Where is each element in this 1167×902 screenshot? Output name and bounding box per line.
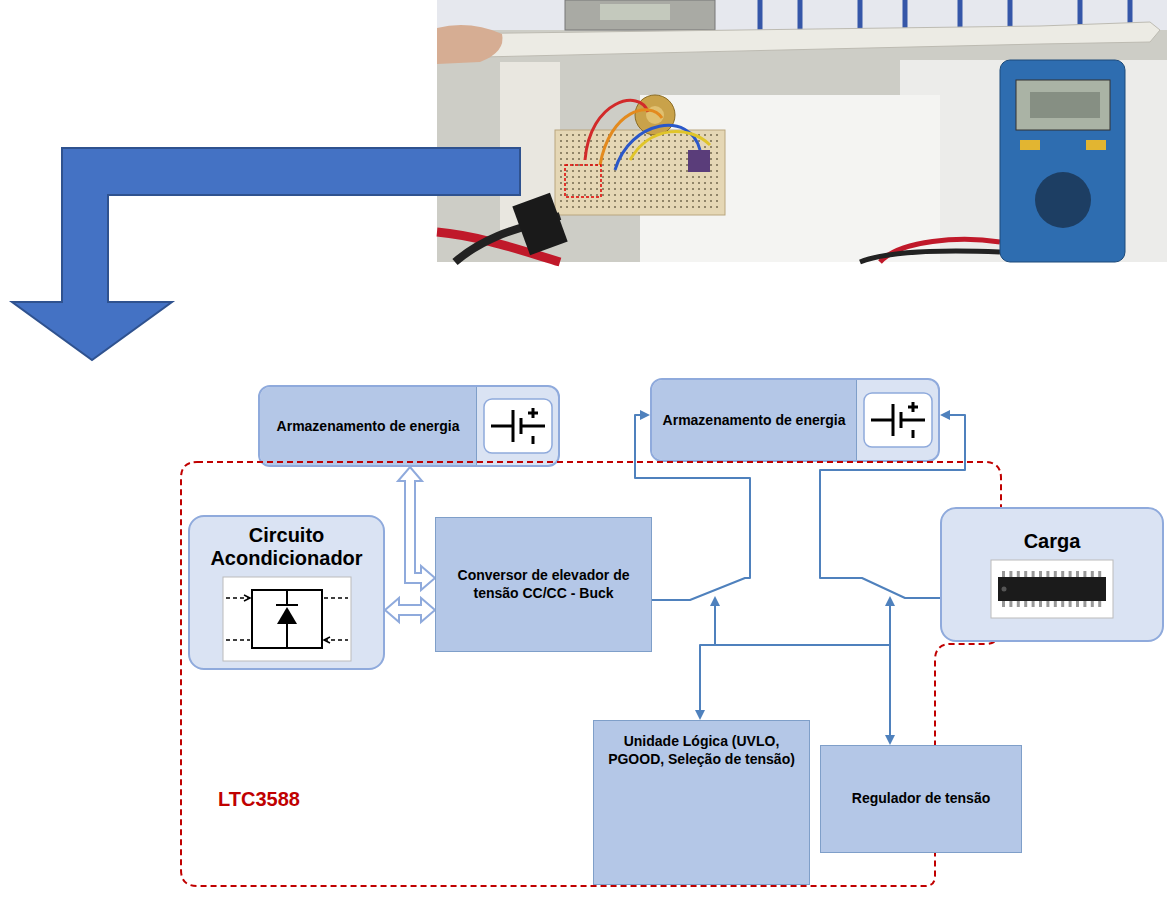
chip-icon [1039,571,1042,577]
flow-arrow [12,148,520,360]
conditioner-block: Circuito Acondicionador [188,515,385,670]
setup-photo [600,4,670,20]
setup-photo [900,60,1167,262]
capacitor-symbol [483,398,553,454]
chip-icon [1017,601,1020,607]
rectifier-picture [222,576,352,662]
setup-photo [1020,140,1040,150]
setup-photo [1000,60,1125,262]
chip-icon [1069,601,1072,607]
storage-box: Armazenamento de energia [258,385,560,467]
setup-photo [860,251,1000,262]
setup-photo [512,193,567,256]
setup-photo [565,0,715,30]
control-arrow [710,596,720,606]
load-block: Carga [940,507,1164,642]
chip-icon [1009,571,1012,577]
capacitor-symbol [864,393,932,447]
capacitor-symbol [484,399,552,453]
hollow-arrow-fill [410,479,424,579]
chip-picture [990,559,1114,619]
chip-icon [1017,571,1020,577]
box-label: Conversor de elevador de tensão CC/CC - … [446,567,641,602]
setup-photo [555,130,725,215]
setup-photo [635,95,675,135]
box-label: Unidade Lógica (UVLO, PGOOD, Seleção de … [604,733,799,768]
setup-photo [437,25,503,64]
chip-icon [1069,571,1072,577]
block-title: Carga [950,530,1154,553]
arrowhead [940,410,950,420]
capacitor-icon [857,380,938,460]
chip-icon [1083,601,1086,607]
rectifier-icon [226,598,348,640]
chip-icon [1098,601,1101,607]
chip-icon [1024,601,1027,607]
setup-photo [437,0,1167,262]
setup-photo [1016,80,1110,130]
box-label: Regulador de tensão [831,790,1011,808]
capacitor-icon [477,387,558,465]
capacitor-symbol [863,392,933,448]
regulator-box: Regulador de tensão [820,745,1022,853]
chip-icon [1032,601,1035,607]
connector [385,598,435,622]
chip-icon [1039,601,1042,607]
chip-icon [1054,601,1057,607]
setup-photo [1035,172,1091,228]
box-label: Armazenamento de energia [260,387,477,465]
chip-icon [991,560,1113,618]
setup-photo [1086,140,1106,150]
capacitor-symbol [871,402,925,438]
logic-unit-box: Unidade Lógica (UVLO, PGOOD, Seleção de … [593,720,810,885]
chip-icon [1002,601,1005,607]
control-arrow [715,606,890,645]
setup-photo [688,150,710,172]
chip-region: LTC3588 Circuito AcondicionadorConversor … [175,458,1005,890]
chip-icon [1046,601,1049,607]
control-arrow [885,596,895,606]
chip-icon [1076,601,1079,607]
chip-icon [1076,571,1079,577]
chip-icon [1091,571,1094,577]
capacitor-symbol [491,408,545,444]
chip-icon [1046,571,1049,577]
chip-icon [1002,587,1007,592]
setup-photo [437,0,1167,262]
rectifier-icon [276,590,298,648]
rectifier-icon [252,590,322,648]
chip-icon [1098,571,1101,577]
chip-icon [990,559,1114,619]
arrowhead [695,710,705,720]
rectifier-icon [222,576,352,662]
chip-icon [1032,571,1035,577]
setup-photo [1030,92,1100,118]
rectifier-icon [277,607,297,624]
chip-icon [1002,571,1005,577]
storage-box: Armazenamento de energia [650,378,940,462]
setup-photo [565,165,601,197]
control-arrow [710,596,895,645]
chip-icon [1054,571,1057,577]
chip-icon [1061,571,1064,577]
connector [398,467,435,590]
hollow-arrow-fill [397,606,424,614]
setup-photo [440,22,1160,58]
chip-icon [1091,601,1094,607]
converter-box: Conversor de elevador de tensão CC/CC - … [435,517,652,652]
chip-icon [1024,571,1027,577]
chip-icon [1061,601,1064,607]
rectifier-icon [244,595,330,643]
rectifier-icon [223,577,351,661]
chip-icon [1009,601,1012,607]
block-title: Circuito Acondicionador [198,524,375,570]
chip-icon [1083,571,1086,577]
arrowhead [885,735,895,745]
chip-name: LTC3588 [218,788,300,811]
arrowhead [640,410,650,420]
chip-icon [998,577,1106,601]
box-label: Armazenamento de energia [652,380,857,460]
